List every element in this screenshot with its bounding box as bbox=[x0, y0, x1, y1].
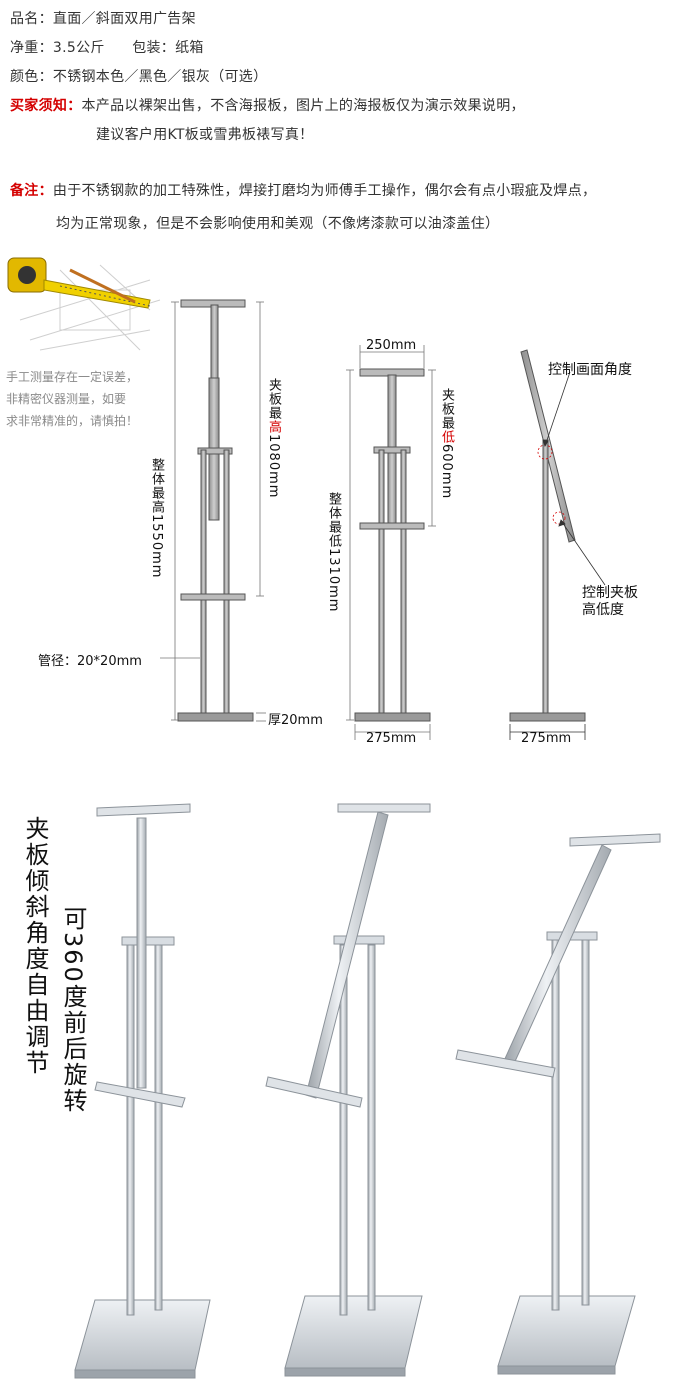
spec-weight-row: 净重：3.5公斤 包装：纸箱 bbox=[10, 37, 204, 57]
total-min-label: 整体最低1310mm bbox=[326, 492, 341, 613]
height-control-label-1: 控制夹板 bbox=[582, 585, 638, 601]
notice-label: 买家须知： bbox=[10, 98, 82, 114]
color-label: 颜色： bbox=[10, 69, 53, 85]
photo-stand-tilted bbox=[265, 803, 431, 1377]
remark-line1: 由于不锈钢款的加工特殊性，焊接打磨均为师傅手工操作，偶尔会有点小瑕疵及焊点， bbox=[52, 183, 597, 199]
measure-note: 手工测量存在一定误差， 非精密仪器测量，如要 求非常精准的，请慎拍！ bbox=[6, 366, 138, 432]
clip-min-label: 夹板最低600mm bbox=[437, 388, 456, 499]
stand-min-dimension-lines bbox=[346, 345, 436, 740]
dimension-diagram bbox=[160, 299, 606, 740]
clip-max-value: 1080mm bbox=[266, 434, 281, 499]
measure-note-line3: 求非常精准的，请慎拍！ bbox=[6, 414, 139, 428]
measure-note-line1: 手工测量存在一定误差， bbox=[6, 370, 139, 384]
notice-line2: 建议客户用KT板或雪弗板裱写真！ bbox=[96, 127, 314, 143]
measure-note-line2: 非精密仪器测量，如要 bbox=[6, 392, 127, 406]
notice-row: 买家须知：本产品以裸架出售，不含海报板，图片上的海报板仅为演示效果说明， bbox=[10, 95, 525, 115]
pack-label: 包装： bbox=[132, 40, 176, 56]
name-label: 品名： bbox=[10, 11, 53, 27]
stand-tilted-annotations bbox=[509, 371, 606, 740]
clip-min-value: 600mm bbox=[439, 444, 454, 500]
base-width-mid-label: 275mm bbox=[366, 731, 417, 746]
photo-stand-upright bbox=[74, 803, 211, 1379]
clip-min-prefix: 夹板最 bbox=[439, 388, 454, 430]
weight-label: 净重： bbox=[10, 40, 53, 56]
spec-name-row: 品名：直面／斜面双用广告架 bbox=[10, 8, 196, 28]
angle-control-label: 控制画面角度 bbox=[548, 362, 632, 378]
pipe-size-label: 管径：20*20mm bbox=[38, 654, 142, 669]
top-width-label: 250mm bbox=[366, 338, 417, 353]
total-max-label: 整体最高1550mm bbox=[149, 458, 164, 579]
stand-max-dimension-lines bbox=[160, 301, 266, 722]
stand-max-height bbox=[177, 299, 254, 722]
photo-stand-strong-tilt bbox=[455, 833, 661, 1375]
name-value: 直面／斜面双用广告架 bbox=[52, 11, 196, 27]
rotate-360-text: 可360度前后旋转 bbox=[59, 906, 87, 1114]
clip-min-highlight: 低 bbox=[439, 430, 454, 444]
tape-measure-illustration bbox=[7, 257, 161, 351]
clip-max-prefix: 夹板最 bbox=[266, 378, 281, 420]
pack-value: 纸箱 bbox=[175, 40, 204, 56]
stand-min-height bbox=[354, 368, 431, 722]
remark-label: 备注： bbox=[10, 183, 53, 199]
thickness-label: 厚20mm bbox=[268, 713, 323, 728]
clip-max-label: 夹板最高1080mm bbox=[264, 378, 283, 498]
clip-max-highlight: 高 bbox=[266, 420, 281, 434]
notice-line1: 本产品以裸架出售，不含海报板，图片上的海报板仅为演示效果说明， bbox=[81, 98, 525, 114]
weight-value: 3.5公斤 bbox=[52, 40, 105, 56]
tilt-adjust-text: 夹板倾斜角度自由调节 bbox=[21, 816, 49, 1076]
remark-line2: 均为正常现象，但是不会影响使用和美观（不像烤漆款可以油漆盖住） bbox=[56, 216, 500, 232]
remark-row: 备注：由于不锈钢款的加工特殊性，焊接打磨均为师傅手工操作，偶尔会有点小瑕疵及焊点… bbox=[10, 180, 596, 200]
color-value: 不锈钢本色／黑色／银灰（可选） bbox=[52, 69, 268, 85]
height-control-label-2: 高低度 bbox=[582, 602, 624, 618]
spec-color-row: 颜色：不锈钢本色／黑色／银灰（可选） bbox=[10, 66, 267, 86]
base-width-right-label: 275mm bbox=[521, 731, 572, 746]
